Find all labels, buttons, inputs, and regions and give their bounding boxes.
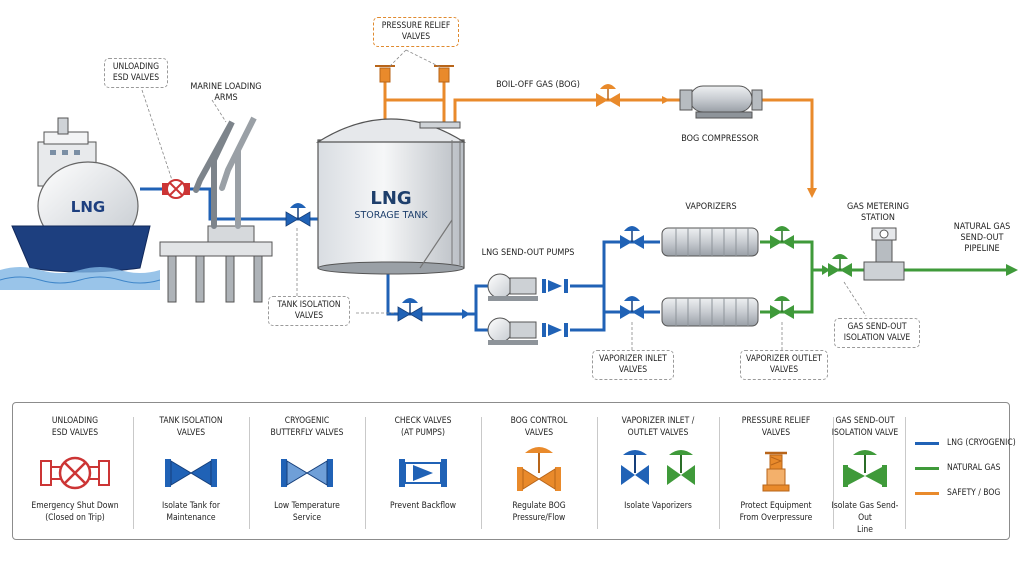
- legend-item-vaporizer-valves: VAPORIZER INLET / OUTLET VALVES Isolate …: [599, 403, 717, 541]
- process-flow-diagram: LNG LNG STORAGE TANK: [0, 49, 1018, 350]
- tank-isolation-valve-2[interactable]: [397, 298, 423, 322]
- tank-title: LNG: [370, 188, 411, 209]
- vaporizer-1: [661, 227, 759, 257]
- legend-desc: Low Temperature Service: [274, 501, 340, 523]
- legend-panel: UNLOADING ESD VALVES Emergency Shut Down…: [12, 402, 1016, 541]
- bog-arrow: [807, 188, 817, 198]
- legend-item-gas-send-out: GAS SEND-OUT ISOLATION VALVE Isolate Gas…: [827, 403, 903, 541]
- bog-compressor: [679, 85, 763, 119]
- vaporizer-inlet-valve-1[interactable]: [620, 226, 644, 249]
- bog-flow-arrow: [662, 96, 670, 104]
- lng-pipe-pumps-to-vaporizers: [570, 240, 660, 332]
- lng-flow-arrow: [462, 309, 470, 319]
- ship-label: LNG: [71, 198, 105, 216]
- key-label: LNG (CRYOGENIC): [947, 438, 1016, 448]
- key-swatch: [915, 467, 939, 470]
- legend-desc: Isolate Vaporizers: [624, 501, 692, 511]
- check-valve-pump-2[interactable]: [542, 323, 568, 337]
- gas-isolation-valve-icon: [843, 450, 887, 487]
- legend-title: CHECK VALVES (AT PUMPS): [394, 416, 452, 438]
- tank-isolation-label: TANK ISOLATION VALVES: [268, 296, 350, 326]
- legend-separator: [481, 417, 482, 529]
- vaporizers-label: VAPORIZERS: [685, 202, 737, 212]
- gate-valve-icon: [165, 459, 217, 487]
- vaporizer-outlet-valve-2[interactable]: [770, 296, 794, 319]
- tank-subtitle: STORAGE TANK: [354, 210, 428, 221]
- vaporizer-outlet-label: VAPORIZER OUTLET VALVES: [740, 350, 828, 380]
- legend-title: UNLOADING ESD VALVES: [51, 416, 99, 438]
- marine-arms-label: MARINE LOADING ARMS: [190, 82, 262, 103]
- vaporizer-inlet-label: VAPORIZER INLET VALVES: [592, 350, 674, 380]
- legend-item-esd: UNLOADING ESD VALVES Emergency Shut Down…: [19, 403, 131, 541]
- legend-item-check: CHECK VALVES (AT PUMPS) Prevent Backflow: [367, 403, 479, 541]
- legend-separator: [905, 417, 906, 529]
- vaporizer-valves-icon: [621, 450, 695, 485]
- butterfly-valve-icon: [281, 459, 333, 487]
- legend-desc: Isolate Gas Send-Out Line: [831, 501, 899, 535]
- tank-isolation-valve-1[interactable]: [285, 203, 311, 227]
- pipeline-arrow: [1006, 264, 1018, 276]
- lng-carrier-ship: [0, 117, 161, 290]
- legend-title: GAS SEND-OUT ISOLATION VALVE: [831, 416, 899, 438]
- legend-item-butterfly: CRYOGENIC BUTTERFLY VALVES Low Temperatu…: [251, 403, 363, 541]
- key-label: NATURAL GAS: [947, 463, 1001, 473]
- pressure-relief-valve-1[interactable]: [375, 65, 395, 83]
- metering-label: GAS METERING STATION: [846, 202, 910, 223]
- bog-compressor-label: BOG COMPRESSOR: [681, 134, 759, 144]
- pressure-relief-label: PRESSURE RELIEF VALVES: [373, 17, 459, 47]
- legend-item-tank-isolation: TANK ISOLATION VALVES Isolate Tank for M…: [135, 403, 247, 541]
- legend-desc: Regulate BOG Pressure/Flow: [512, 501, 566, 523]
- marine-loading-arms: [159, 116, 273, 303]
- esd-valve-icon: [40, 456, 110, 490]
- unloading-esd-label: UNLOADING ESD VALVES: [104, 58, 168, 88]
- vaporizer-2: [661, 297, 759, 327]
- gas-flow-arrow: [822, 265, 830, 275]
- legend-title: TANK ISOLATION VALVES: [159, 416, 223, 438]
- vaporizer-outlet-valve-1[interactable]: [770, 226, 794, 249]
- legend-desc: Protect Equipment From Overpressure: [739, 501, 813, 523]
- lng-storage-tank: [315, 118, 467, 275]
- pipeline-label: NATURAL GAS SEND-OUT PIPELINE: [953, 222, 1011, 254]
- legend-title: VAPORIZER INLET / OUTLET VALVES: [621, 416, 695, 438]
- legend-title: PRESSURE RELIEF VALVES: [741, 416, 811, 438]
- legend-title: CRYOGENIC BUTTERFLY VALVES: [270, 416, 344, 438]
- legend-item-pressure-relief: PRESSURE RELIEF VALVES Protect Equipment…: [721, 403, 831, 541]
- legend-title: BOG CONTROL VALVES: [510, 416, 568, 438]
- legend-desc: Prevent Backflow: [390, 501, 456, 511]
- legend-item-bog-control: BOG CONTROL VALVES Regulate BOG Pressure…: [483, 403, 595, 541]
- legend-separator: [833, 417, 834, 529]
- legend-desc: Emergency Shut Down (Closed on Trip): [31, 501, 119, 523]
- legend-separator: [249, 417, 250, 529]
- check-valve-icon: [399, 459, 447, 487]
- key-label: SAFETY / BOG: [947, 488, 1001, 498]
- vaporizer-inlet-valve-2[interactable]: [620, 296, 644, 319]
- gas-send-out-isolation-valve[interactable]: [828, 254, 852, 277]
- esd-valve[interactable]: [162, 179, 190, 199]
- send-out-pumps-label: LNG SEND-OUT PUMPS: [481, 248, 575, 258]
- control-valve-icon: [517, 447, 561, 491]
- gas-metering-station: [863, 227, 905, 281]
- pressure-relief-valve-2[interactable]: [434, 65, 454, 83]
- bog-control-valve[interactable]: [596, 84, 620, 107]
- legend-desc: Isolate Tank for Maintenance: [161, 501, 221, 523]
- check-valve-pump-1[interactable]: [542, 279, 568, 293]
- legend-separator: [365, 417, 366, 529]
- send-out-pump-2: [487, 317, 538, 345]
- legend-separator: [719, 417, 720, 529]
- key-swatch: [915, 442, 939, 445]
- bog-pipe: [453, 98, 814, 190]
- legend-separator: [597, 417, 598, 529]
- key-swatch: [915, 492, 939, 495]
- leader-lines: [141, 49, 867, 350]
- boil-off-label: BOIL-OFF GAS (BOG): [496, 80, 580, 90]
- legend-separator: [133, 417, 134, 529]
- gas-send-out-iso-label: GAS SEND-OUT ISOLATION VALVE: [834, 318, 920, 348]
- send-out-pump-1: [487, 273, 538, 301]
- relief-valve-icon: [762, 451, 790, 492]
